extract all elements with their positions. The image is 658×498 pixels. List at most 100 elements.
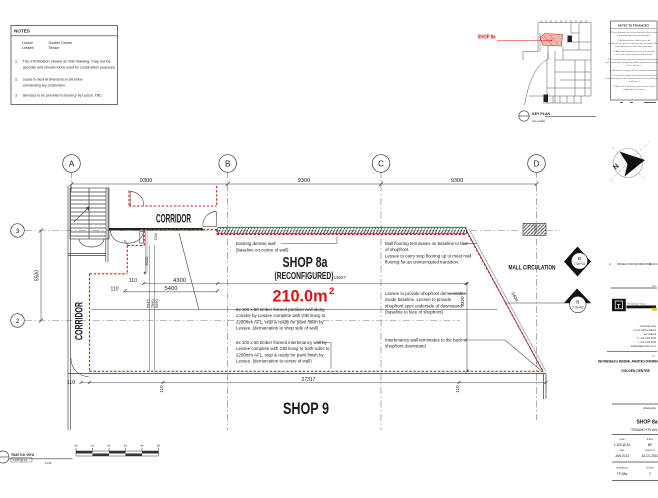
- svg-text:6. Lessee to confirm all ser: 6. Lessee to confirm all services locati…: [612, 74, 657, 77]
- svg-text:(no scale): (no scale): [532, 119, 545, 123]
- svg-text:Lessee to provide shopfront de: Lessee to provide shopfront demountable: [385, 291, 466, 296]
- svg-text:JAN 2013: JAN 2013: [615, 454, 629, 458]
- svg-text:REFURBISHED & RENEWAL AMENITIE: REFURBISHED & RENEWAL AMENITIES OFFERING: [598, 360, 658, 364]
- svg-text:CORRIDOR: CORRIDOR: [156, 214, 191, 226]
- svg-text:GOLDEN CENTRE: GOLDEN CENTRE: [621, 369, 650, 373]
- svg-text:1.: 1.: [15, 59, 18, 63]
- svg-text:date: date: [620, 449, 625, 452]
- svg-text:4. These drawings remain the: 4. These drawings remain the property of…: [608, 58, 658, 61]
- svg-text:accurate and should not be use: accurate and should not be used for cons…: [23, 65, 116, 69]
- svg-text:2: 2: [609, 262, 611, 266]
- svg-text:6x 100 x 50 timber framed part: 6x 100 x 50 timber framed partition wall…: [236, 307, 325, 312]
- svg-text:NOTES: NOTES: [14, 28, 30, 33]
- svg-text:documentation and specificatio: documentation and specifications.: [618, 34, 651, 37]
- svg-text:Existing demise wall: Existing demise wall: [236, 241, 276, 246]
- svg-text:2: 2: [16, 318, 20, 325]
- svg-text:TENANCY PLAN - SHOP 8a: TENANCY PLAN - SHOP 8a: [11, 453, 34, 457]
- svg-text:The information shown on this: The information shown on this drawing, m…: [23, 59, 111, 63]
- svg-text:4m: 4m: [140, 445, 143, 448]
- svg-text:SHOP 8a: SHOP 8a: [283, 254, 328, 271]
- svg-text:1:100 @ A1: 1:100 @ A1: [13, 458, 28, 462]
- svg-text:1m: 1m: [91, 445, 94, 448]
- svg-text:auckland@buchan.co.nz: auckland@buchan.co.nz: [631, 346, 657, 348]
- svg-text:3.: 3.: [15, 93, 18, 97]
- svg-text:www: www: [651, 286, 656, 288]
- svg-text:revision: revision: [646, 467, 655, 470]
- svg-text:CORRIDOR: CORRIDOR: [74, 302, 86, 340]
- svg-text:shopfront downstand: shopfront downstand: [385, 344, 426, 349]
- svg-text:5. All work to comply with t: 5. All work to comply with the relevant …: [610, 69, 658, 72]
- svg-text:drawn: drawn: [647, 438, 654, 441]
- svg-text:110: 110: [455, 385, 460, 393]
- svg-text:scale dimensions from these dr: scale dimensions from these drawings.: [615, 45, 653, 48]
- svg-text:KEY PLAN: KEY PLAN: [532, 112, 551, 116]
- svg-text:GW: GW: [153, 233, 158, 240]
- svg-text:5945: 5945: [146, 298, 151, 308]
- svg-text:T: T: [617, 304, 621, 310]
- svg-text:verified on site prior to comm: verified on site prior to commencing any…: [608, 42, 658, 45]
- svg-text:and may not be reproduced with: and may not be reproduced without permis…: [605, 61, 658, 64]
- svg-text:TENANCY PLAN: TENANCY PLAN: [631, 428, 657, 432]
- svg-text:(baseline on centre of wall): (baseline on centre of wall): [236, 248, 289, 253]
- svg-text:confirmed by the lessor.: confirmed by the lessor.: [622, 88, 645, 91]
- svg-text:9300: 9300: [140, 178, 152, 184]
- svg-text:scale: scale: [619, 439, 625, 441]
- svg-text:(RECONFIGURED): (RECONFIGURED): [275, 271, 334, 282]
- svg-text:corridor by Lessee complete wi: corridor by Lessee complete with GIB lin…: [236, 313, 326, 318]
- svg-text:210.0m: 210.0m: [273, 288, 328, 306]
- svg-text:8320: 8320: [460, 296, 465, 307]
- svg-text:inside baseline. Lessee to pro: inside baseline. Lessee to provide: [385, 297, 452, 302]
- svg-text:at all times.: at all times.: [628, 80, 639, 83]
- svg-text:out to the lessor approval: out to the lessor approval and consent.: [615, 53, 653, 56]
- svg-text:Lessee complete with GIB linin: Lessee complete with GIB lining to both …: [236, 346, 330, 351]
- svg-text:0m: 0m: [74, 445, 77, 448]
- svg-text:Mall flooring terminates on ba: Mall flooring terminates on baseline to …: [385, 241, 469, 246]
- svg-text:Services to be provided to ten: Services to be provided to tenancy by Le…: [23, 93, 103, 97]
- svg-text:drawing title: drawing title: [643, 407, 656, 410]
- svg-text:Lessee. (demarcation to centre: Lessee. (demarcation to centre of wall): [236, 359, 312, 364]
- svg-text:5400: 5400: [165, 286, 178, 292]
- svg-text:commencing any construction.: commencing any construction.: [23, 83, 66, 87]
- svg-text:Lessee: Lessee: [22, 46, 34, 50]
- svg-text:7.0x+02: 7.0x+02: [574, 262, 586, 266]
- svg-text:flooring for an uninterrupted: flooring for an uninterrupted transition…: [385, 260, 459, 265]
- svg-text:MALL CIRCULATION: MALL CIRCULATION: [509, 265, 556, 272]
- svg-text:TP-08a: TP-08a: [617, 472, 628, 476]
- svg-text:Lessee. (demarcation to shop s: Lessee. (demarcation to shop side of wal…: [236, 326, 319, 331]
- svg-text:3m: 3m: [124, 445, 127, 448]
- svg-text:110: 110: [111, 287, 119, 293]
- svg-text:1:100 @ A1: 1:100 @ A1: [614, 443, 631, 447]
- svg-text:9300: 9300: [451, 178, 463, 184]
- svg-text:for: for: [652, 355, 655, 358]
- svg-text:9300: 9300: [298, 178, 310, 184]
- svg-text:p: +64 9 303 3341: p: +64 9 303 3341: [637, 338, 656, 340]
- svg-text:B: B: [578, 256, 581, 262]
- svg-text:ISSUED FOR INFORMATION: ISSUED FOR INFORMATION: [617, 262, 652, 266]
- svg-text:Intertenancy wall terminates t: Intertenancy wall terminates to the back…: [385, 338, 468, 343]
- svg-text:NOTES TO TENANCIES: NOTES TO TENANCIES: [618, 24, 649, 28]
- svg-text:110: 110: [159, 385, 164, 393]
- svg-text:01.03.13: 01.03.13: [649, 262, 658, 266]
- svg-text:po box 1254 auckland: po box 1254 auckland: [634, 330, 657, 332]
- svg-text:f: +64 9 303 3342: f: +64 9 303 3342: [638, 342, 657, 344]
- svg-text:L5027: L5027: [334, 275, 346, 280]
- svg-text:7. All setout of all tenancy: 7. All setout of all tenancy fitout work…: [613, 85, 656, 88]
- svg-text:2.: 2.: [15, 78, 18, 82]
- svg-text:1 Nicholas Lane: 1 Nicholas Lane: [640, 326, 657, 328]
- svg-text:2. All dimensions shown are: 2. All dimensions shown are to be: [618, 39, 651, 42]
- svg-text:2200mm AFL, stop & ready for p: 2200mm AFL, stop & ready for paint finis…: [236, 352, 324, 357]
- svg-text:2200mm AFL, stop & ready for p: 2200mm AFL, stop & ready for paint finis…: [236, 319, 324, 324]
- svg-text:SHOP 8a: SHOP 8a: [636, 420, 657, 426]
- svg-text:2m: 2m: [107, 445, 110, 448]
- svg-text:SHOP 8a: SHOP 8a: [478, 35, 496, 41]
- svg-text:MF: MF: [648, 443, 653, 447]
- svg-text:N: N: [612, 163, 621, 172]
- svg-text:7.0x+02: 7.0x+02: [572, 306, 584, 310]
- svg-text:SHOP 9: SHOP 9: [283, 400, 329, 418]
- svg-text:Lessee to carry stop flooring: Lessee to carry stop flooring up to meet…: [385, 253, 471, 258]
- svg-text:3: 3: [16, 228, 20, 235]
- svg-text:The Buchan Group: The Buchan Group: [627, 303, 646, 306]
- svg-text:7950: 7950: [150, 298, 155, 308]
- svg-text:4300: 4300: [173, 278, 186, 284]
- svg-text:D: D: [534, 160, 540, 169]
